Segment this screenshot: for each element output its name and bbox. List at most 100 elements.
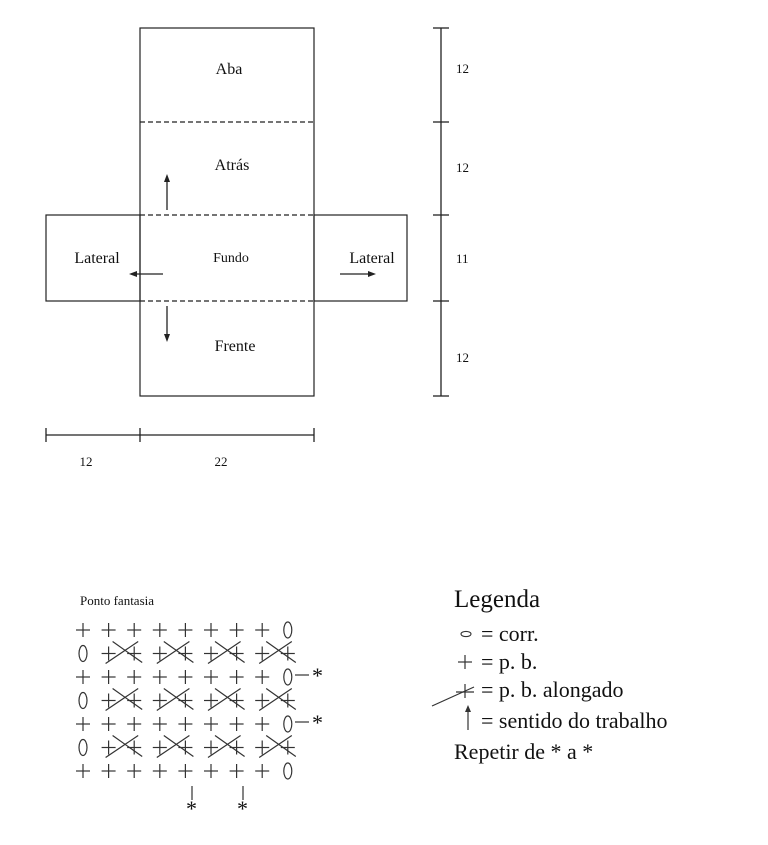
plus-stitch (255, 717, 270, 731)
plus-stitch (178, 717, 193, 731)
long-stitch-stroke (112, 735, 143, 757)
long-stitch-stroke (163, 735, 194, 757)
chain-stitch (78, 738, 88, 757)
long-stitch-stroke (265, 641, 297, 663)
horizontal-dimension-line (45, 428, 315, 442)
plus-stitch (127, 623, 142, 637)
plus-stitch (255, 693, 270, 708)
plus-stitch (255, 623, 270, 637)
chain-stitch (78, 644, 88, 663)
plus-stitch (76, 670, 90, 684)
long-stitch-stroke (207, 735, 241, 758)
plus-stitch (255, 670, 270, 684)
dim-label-aba: 12 (456, 61, 469, 76)
plus-stitch (229, 764, 244, 778)
repeat-marker-col-right: * (237, 796, 248, 821)
plus-stitch (76, 764, 90, 778)
long-stitch-stroke (207, 688, 241, 711)
legend-item-sentido: = sentido do trabalho (481, 708, 668, 733)
plus-stitch (101, 646, 116, 661)
dim-label-atras: 12 (456, 160, 469, 175)
plus-stitch (229, 717, 244, 731)
plus-stitch (101, 670, 116, 684)
stitch-chart-title: Ponto fantasia (80, 593, 154, 608)
long-stitch-stroke (214, 735, 245, 757)
plus-stitch (101, 693, 116, 708)
plus-stitch (204, 623, 218, 637)
stitch-chart-grid (76, 621, 297, 780)
long-stitch-stroke (258, 735, 293, 758)
chain-stitch (283, 621, 293, 639)
right-arrow-icon (340, 271, 376, 277)
long-stitch-stroke (207, 641, 241, 664)
long-stitch-stroke (258, 641, 293, 664)
plus-stitch (204, 693, 218, 708)
plus-stitch (229, 623, 244, 637)
plus-stitch (178, 764, 193, 778)
legend-title: Legenda (454, 586, 540, 613)
vertical-dimension-line (433, 27, 449, 397)
plus-stitch (152, 693, 167, 708)
plus-stitch (204, 764, 218, 778)
repeat-markers (191, 674, 309, 800)
chain-stitch (78, 691, 88, 710)
plus-stitch (152, 646, 167, 661)
down-arrow-icon (164, 306, 170, 342)
plus-stitch (127, 717, 142, 731)
plus-stitch (101, 623, 116, 637)
plus-stitch (178, 670, 193, 684)
plus-stitch (101, 764, 116, 778)
long-stitch-stroke (265, 735, 297, 757)
plus-stitch (127, 764, 142, 778)
chain-stitch (283, 715, 293, 733)
long-stitch-icon (431, 684, 475, 707)
long-stitch-stroke (112, 688, 143, 710)
chain-stitch (283, 762, 293, 780)
dim-label-lateral-width: 12 (80, 454, 93, 469)
plus-stitch (255, 740, 270, 755)
dim-label-frente: 12 (456, 350, 469, 365)
plus-stitch (152, 670, 167, 684)
center-column-outline (139, 27, 315, 397)
panel-label-atras: Atrás (215, 157, 250, 174)
long-stitch-stroke (265, 688, 297, 710)
plus-stitch (255, 764, 270, 778)
long-stitch-stroke (156, 641, 190, 664)
long-stitch-stroke (214, 688, 245, 710)
plus-stitch (152, 717, 167, 731)
repeat-marker-row-bottom: * (312, 710, 323, 735)
up-arrow-icon (465, 705, 471, 730)
left-arrow-icon (129, 271, 163, 277)
panel-label-frente: Frente (215, 338, 256, 355)
plus-stitch (76, 717, 90, 731)
long-stitch-stroke (112, 641, 143, 663)
long-stitch-stroke (163, 641, 194, 663)
panel-label-lateral-left: Lateral (74, 250, 120, 267)
long-stitch-stroke (156, 688, 190, 711)
legend-item-pb: = p. b. (481, 649, 537, 674)
plus-stitch (204, 670, 218, 684)
panel-label-lateral-right: Lateral (349, 250, 395, 267)
long-stitch-stroke (105, 641, 139, 664)
panel-label-fundo: Fundo (213, 251, 249, 266)
plus-stitch (152, 623, 167, 637)
plus-stitch (152, 764, 167, 778)
repeat-marker-col-left: * (186, 796, 197, 821)
lateral-right-panel (313, 214, 408, 302)
plus-stitch (127, 670, 142, 684)
long-stitch-stroke (156, 735, 190, 758)
plus-stitch (255, 646, 270, 661)
plus-stitch (101, 740, 116, 755)
long-stitch-stroke (214, 641, 245, 663)
plus-stitch (229, 670, 244, 684)
plus-stitch (204, 646, 218, 661)
plus-stitch (76, 623, 90, 637)
plus-stitch (152, 740, 167, 755)
bag-pattern (45, 27, 408, 397)
legend-item-pb-alongado: = p. b. alongado (481, 677, 624, 702)
legend-item-corr: = corr. (481, 621, 539, 646)
plus-stitch (101, 717, 116, 731)
repeat-marker-row-top: * (312, 663, 323, 688)
plus-stitch (204, 717, 218, 731)
